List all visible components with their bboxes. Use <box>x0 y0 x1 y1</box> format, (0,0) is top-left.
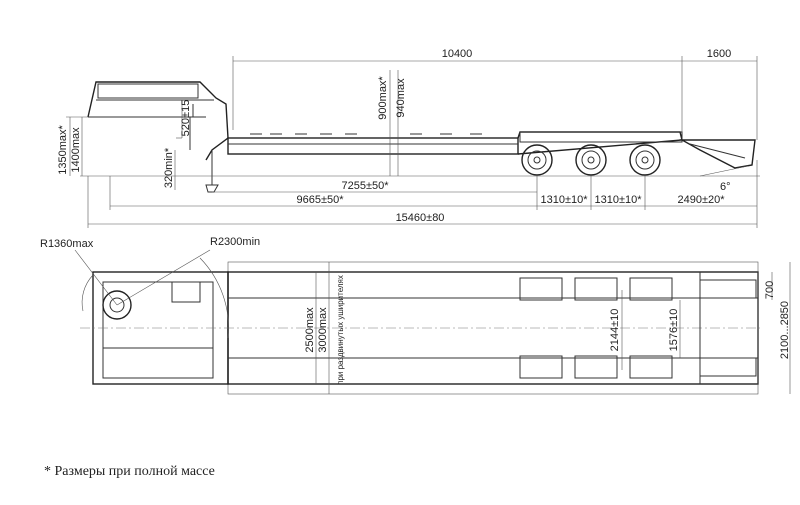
dim-kingpin-axle: 7255±50* <box>341 180 389 192</box>
gooseneck <box>87 81 229 161</box>
axle-wheel-1 <box>521 144 553 176</box>
dim-deck-height: 940max <box>395 78 407 118</box>
main-deck <box>227 137 519 155</box>
dim-neck-height: 520±15 <box>180 100 192 137</box>
front-rail <box>97 83 199 99</box>
top-view: R1360max R2300min 2500max 3000max при ра… <box>40 236 791 395</box>
dim-front-axle: 9665±50* <box>296 194 344 206</box>
dim-height-max: 1350max* <box>57 125 69 175</box>
dim-axle-spacing-1: 1310±10* <box>540 194 588 206</box>
axle-wheel-3 <box>629 144 661 176</box>
radius-turn-arc <box>199 257 229 339</box>
dim-deck-length: 10400 <box>442 48 473 60</box>
dim-track-inner: 2144±10 <box>609 309 621 352</box>
dim-height-total: 1400max <box>70 127 82 173</box>
landing-gear <box>205 184 219 193</box>
wheel-set-top <box>519 277 673 379</box>
dim-width-ext-note: при раздвинутых уширителях <box>336 275 345 385</box>
dim-width-range: 2100...2850 <box>779 301 791 359</box>
dim-deck-height-max: 900max* <box>377 76 389 120</box>
dim-track-outer: 1576±10 <box>668 309 680 352</box>
kingpin <box>102 290 132 320</box>
rear-ramp <box>679 139 756 169</box>
dim-width-ext: 3000max <box>317 307 329 353</box>
dim-rear-overhang: 2490±20* <box>677 194 725 206</box>
radius-front-arc <box>81 274 94 312</box>
dim-width-max: 2500max <box>304 307 316 353</box>
dim-total-length: 15460±80 <box>396 212 445 224</box>
dim-ramp-width: 700 <box>764 281 776 299</box>
side-view: 10400 1600 <box>57 48 760 228</box>
dim-rear-length: 1600 <box>707 48 731 60</box>
axle-wheel-2 <box>575 144 607 176</box>
dim-axle-spacing-2: 1310±10* <box>594 194 642 206</box>
footnote: * Размеры при полной массе <box>44 464 215 479</box>
dim-min-height: 320min* <box>163 147 175 188</box>
dim-ramp-angle: 6° <box>720 181 731 193</box>
dim-radius-turn: R2300min <box>210 236 260 248</box>
dim-radius-front: R1360max <box>40 238 94 250</box>
